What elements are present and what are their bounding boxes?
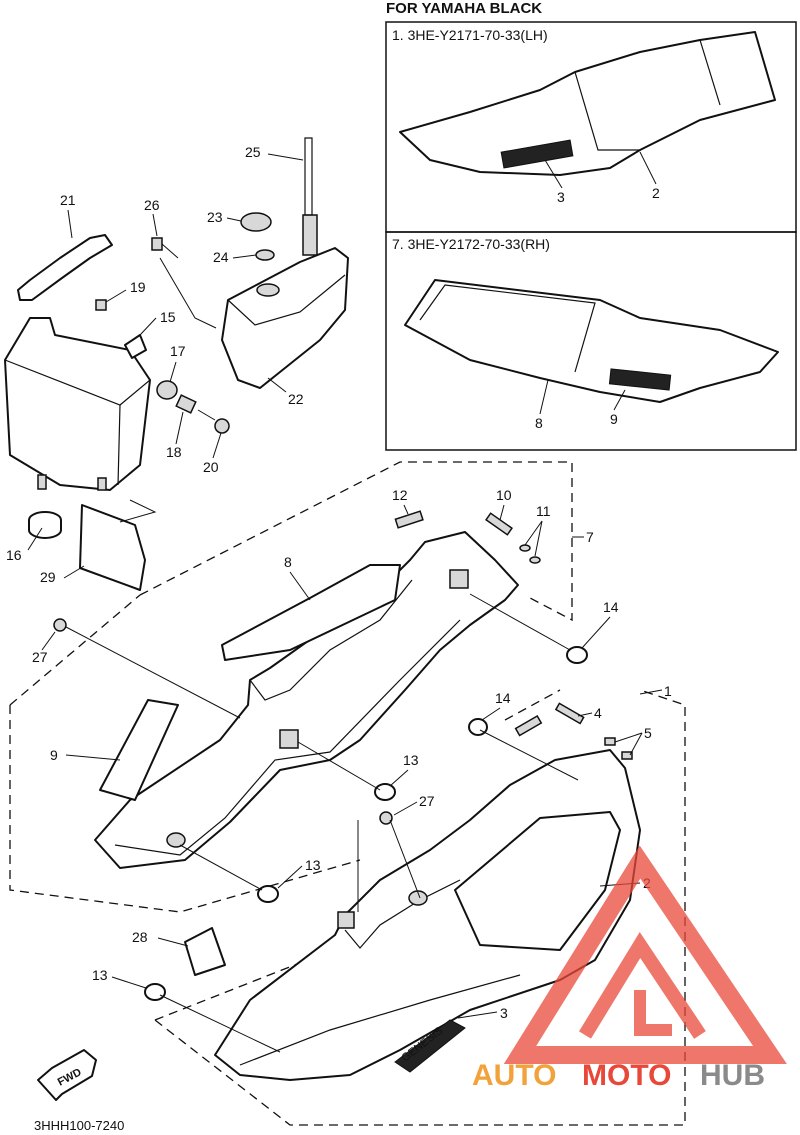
callout-3: 3: [500, 1005, 508, 1021]
lh-inner-panel-2: [454, 811, 621, 951]
diagram-header: FOR YAMAHA BLACK: [386, 0, 542, 17]
small-fasteners: [95, 237, 230, 434]
callout-2-inset: 2: [652, 185, 660, 201]
callout-13a: 13: [403, 752, 419, 768]
callout-8: 8: [284, 554, 292, 570]
inset-lh-box: 1. 3HE-Y2171-70-33(LH) 3 2: [385, 21, 797, 233]
battery-cover-plate: [79, 499, 157, 591]
lh-small-panel-28: [184, 927, 226, 976]
callouts: 1 2 3 4 5 7 8 9 10 11 12 13 13 13 14 14 …: [6, 144, 672, 1021]
lh-cover-assembly-outline: [154, 689, 686, 1126]
callout-15: 15: [160, 309, 176, 325]
assembly-lines: [65, 593, 579, 1053]
inset-rh-decal: [608, 368, 672, 391]
callout-7: 7: [586, 529, 594, 545]
inset-rh-cover: [404, 279, 779, 403]
callout-26: 26: [144, 197, 160, 213]
callout-23: 23: [207, 209, 223, 225]
footer-code: 3HHH100-7240: [34, 1118, 124, 1133]
callout-25: 25: [245, 144, 261, 160]
callout-27b: 27: [419, 793, 435, 809]
callout-19: 19: [130, 279, 146, 295]
callout-16: 16: [6, 547, 22, 563]
callout-14a: 14: [603, 599, 619, 615]
inset-lh-cover: [399, 31, 776, 176]
inset-lh-title: 1. 3HE-Y2171-70-33(LH): [392, 27, 548, 43]
rubber-damper: [28, 511, 62, 539]
fwd-arrow-icon: FWD: [37, 1049, 97, 1101]
logo-text-hub: HUB: [700, 1059, 765, 1092]
callout-29: 29: [40, 569, 56, 585]
callout-21: 21: [60, 192, 76, 208]
callout-5: 5: [644, 725, 652, 741]
automotohub-logo: AUTO MOTO HUB: [472, 845, 787, 1092]
rh-side-cover: [94, 531, 519, 869]
callout-13b: 13: [305, 857, 321, 873]
logo-text-moto: MOTO: [582, 1059, 671, 1092]
callout-9-inset: 9: [610, 411, 618, 427]
callout-8-inset: 8: [535, 415, 543, 431]
callout-12: 12: [392, 487, 408, 503]
grommets: [53, 510, 633, 1001]
inset-rh-box: 7. 3HE-Y2172-70-33(RH) 8 9: [385, 231, 797, 451]
callout-28: 28: [132, 929, 148, 945]
callout-27a: 27: [32, 649, 48, 665]
callout-4: 4: [594, 705, 602, 721]
callout-18: 18: [166, 444, 182, 460]
reservoir-tank: [159, 137, 349, 389]
callout-9: 9: [50, 747, 58, 763]
rh-decal-9: [99, 699, 179, 801]
callout-17: 17: [170, 343, 186, 359]
callout-1: 1: [664, 683, 672, 699]
callout-24: 24: [213, 249, 229, 265]
callout-3-inset: 3: [557, 189, 565, 205]
inset-lh-decal: [500, 139, 574, 169]
callout-19-20: 20: [203, 459, 219, 475]
callout-13c: 13: [92, 967, 108, 983]
inset-rh-title: 7. 3HE-Y2172-70-33(RH): [392, 236, 550, 252]
callout-10: 10: [496, 487, 512, 503]
callout-11: 11: [536, 503, 551, 519]
callout-14b: 14: [495, 690, 511, 706]
battery-band: [17, 234, 113, 301]
rh-inner-panel-8: [221, 564, 401, 661]
logo-text-auto: AUTO: [472, 1059, 556, 1092]
callout-22: 22: [288, 391, 304, 407]
battery-box: [4, 317, 151, 491]
